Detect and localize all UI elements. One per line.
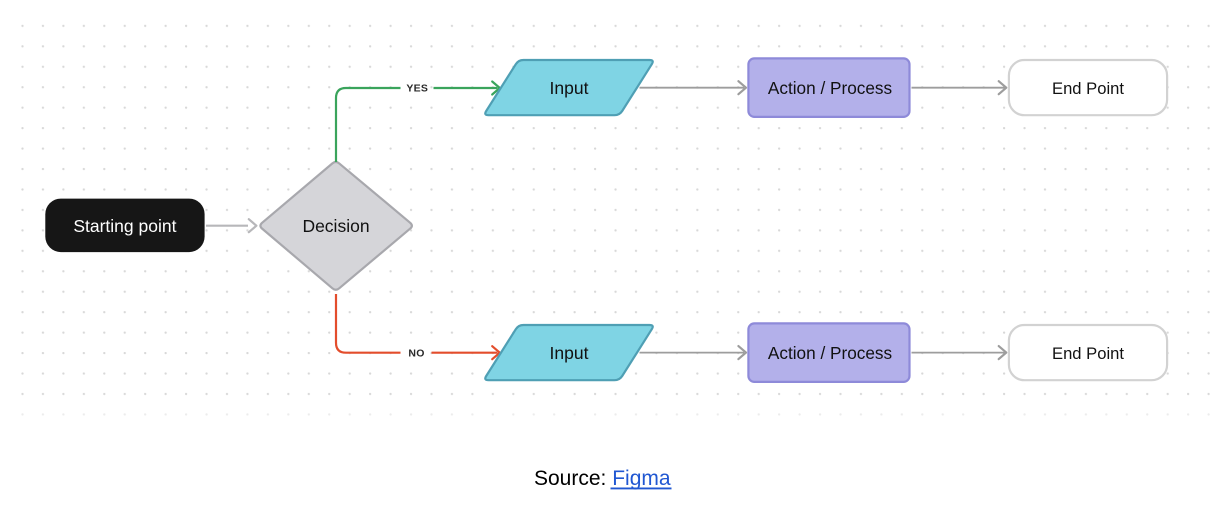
svg-text:Source: Figma: Source: Figma	[534, 467, 671, 490]
svg-text:Input: Input	[550, 78, 589, 98]
svg-text:Input: Input	[550, 343, 589, 363]
svg-text:YES: YES	[406, 82, 428, 94]
svg-text:Action / Process: Action / Process	[768, 343, 892, 363]
svg-text:End Point: End Point	[1052, 79, 1124, 98]
svg-text:End Point: End Point	[1052, 344, 1124, 363]
svg-text:Starting point: Starting point	[73, 216, 176, 236]
svg-text:Decision: Decision	[302, 216, 369, 236]
svg-text:Action / Process: Action / Process	[768, 78, 892, 98]
svg-text:NO: NO	[408, 347, 424, 359]
